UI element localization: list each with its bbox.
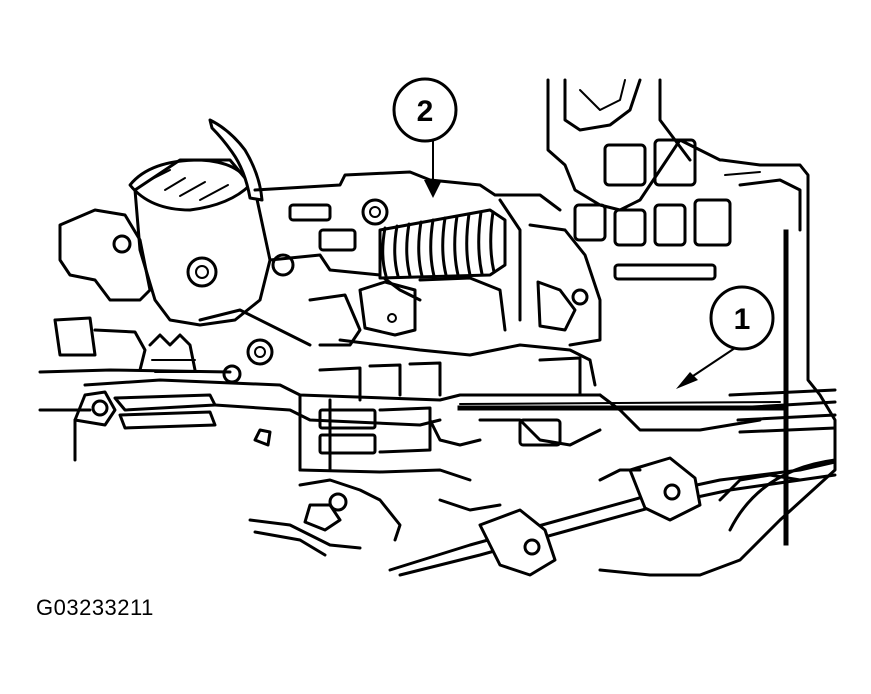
callout-1-label: 1 <box>734 303 751 336</box>
callout-2: 2 <box>392 77 458 198</box>
tool-rod <box>457 229 789 546</box>
column-assembly <box>148 170 602 387</box>
lower-bracket <box>248 388 837 577</box>
callout-1: 1 <box>676 285 775 389</box>
housing-bracket <box>546 78 837 577</box>
lower-shaft <box>38 356 602 482</box>
figure-id: G03233211 <box>36 595 154 620</box>
motor-housing <box>53 118 272 372</box>
spring <box>378 208 507 280</box>
callout-2-label: 2 <box>417 95 434 128</box>
